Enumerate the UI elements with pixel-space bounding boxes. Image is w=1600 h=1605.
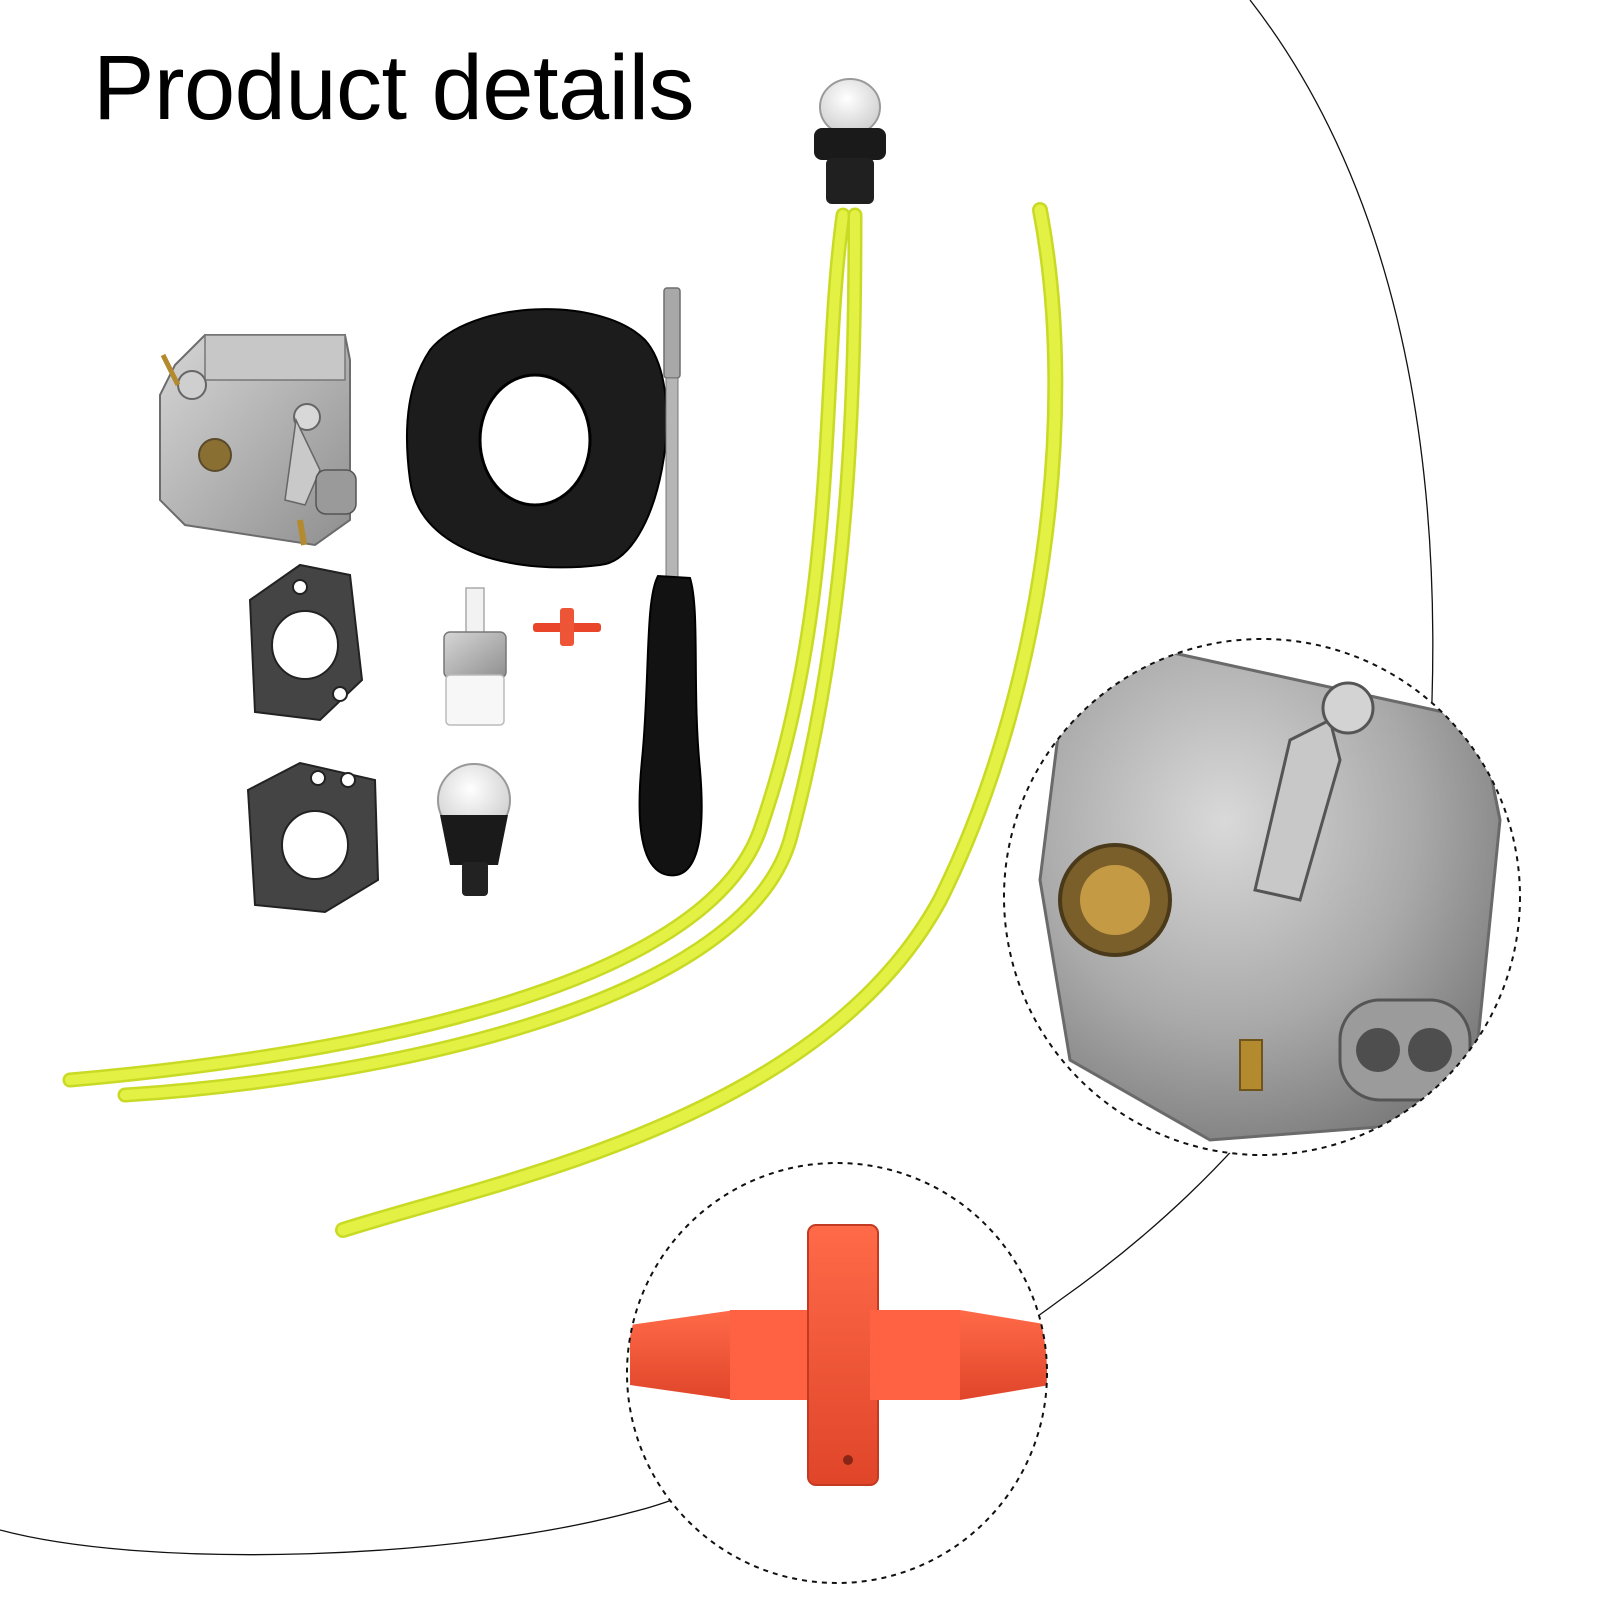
tube-connector bbox=[533, 608, 601, 646]
background-arc bbox=[0, 0, 1434, 1556]
connector-zoom-circle bbox=[626, 1162, 1048, 1584]
fuel-filter bbox=[443, 587, 507, 726]
foam-air-filter bbox=[405, 308, 668, 569]
primer-bulb bbox=[437, 763, 511, 896]
carburetor-part bbox=[159, 334, 357, 547]
gasket-pair bbox=[246, 563, 380, 914]
fuel-line-tubes bbox=[62, 202, 1064, 1238]
primer-bulb-top bbox=[814, 78, 886, 204]
screwdriver-tool bbox=[638, 287, 703, 877]
carburetor-zoom-circle bbox=[1003, 638, 1521, 1156]
page-title: Product details bbox=[93, 37, 695, 139]
